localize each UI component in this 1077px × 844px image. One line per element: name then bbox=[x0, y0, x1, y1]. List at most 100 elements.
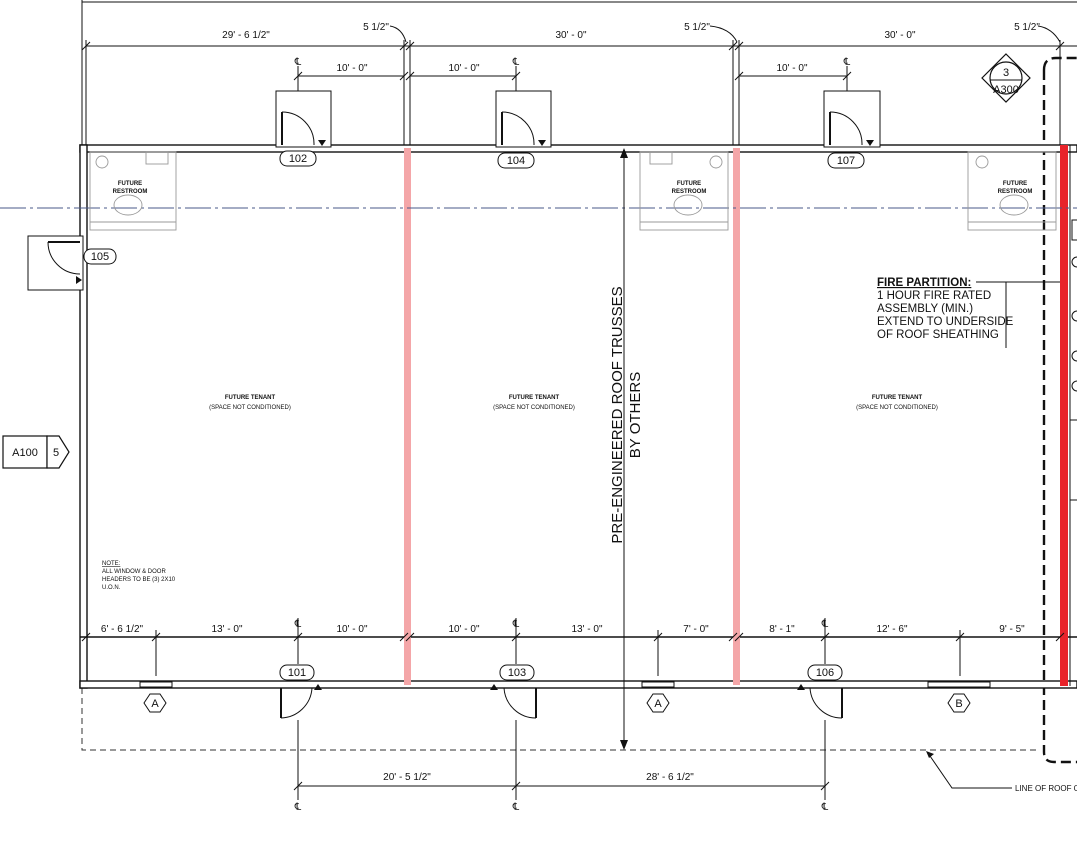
window-tag-a: A bbox=[646, 693, 670, 713]
restroom-label-line1: FUTURE bbox=[677, 181, 701, 187]
elevation-callout-a100: A100 5 bbox=[2, 435, 70, 469]
fire-partition-line: OF ROOF SHEATHING bbox=[877, 329, 999, 341]
restroom-label-line2: RESTROOM bbox=[113, 189, 148, 195]
svg-text:106: 106 bbox=[816, 667, 834, 679]
dim-bottom-6: 7' - 0" bbox=[683, 624, 709, 635]
fire-partition-line: 1 HOUR FIRE RATED bbox=[877, 290, 991, 302]
door-tag-102: 102 bbox=[279, 150, 317, 167]
tenant-label: FUTURE TENANT bbox=[872, 395, 923, 401]
svg-text:3: 3 bbox=[1003, 67, 1009, 79]
dim-top-gap-2: 5 1/2" bbox=[684, 22, 710, 33]
dim-top-bay-2: 30' - 0" bbox=[555, 30, 586, 41]
door-tag-101: 101 bbox=[279, 664, 315, 681]
dim-bottom-1: 6' - 6 1/2" bbox=[101, 624, 144, 635]
tenant-label: FUTURE TENANT bbox=[509, 395, 560, 401]
svg-text:103: 103 bbox=[508, 667, 526, 679]
dim-bottom-2: 13' - 0" bbox=[211, 624, 242, 635]
demising-wall-2 bbox=[733, 148, 740, 685]
note-line: ALL WINDOW & DOOR bbox=[102, 569, 166, 575]
dim-door-offset-3: 10' - 0" bbox=[776, 63, 807, 74]
restroom-label-line2: RESTROOM bbox=[998, 189, 1033, 195]
demising-wall-1 bbox=[404, 148, 411, 685]
centerline-symbol: ℄ bbox=[821, 619, 829, 630]
tenant-sub-label: (SPACE NOT CONDITIONED) bbox=[493, 405, 575, 411]
svg-text:104: 104 bbox=[507, 155, 525, 167]
dim-bottom-5: 13' - 0" bbox=[571, 624, 602, 635]
fire-partition-line: ASSEMBLY (MIN.) bbox=[877, 303, 973, 315]
dim-bottom-3: 10' - 0" bbox=[336, 624, 367, 635]
tenant-sub-label: (SPACE NOT CONDITIONED) bbox=[209, 405, 291, 411]
truss-note-line1: PRE-ENGINEERED ROOF TRUSSES bbox=[609, 286, 626, 543]
centerline-symbol: ℄ bbox=[512, 57, 520, 68]
restroom-label-line1: FUTURE bbox=[118, 181, 142, 187]
fire-partition-title: FIRE PARTITION: bbox=[877, 277, 971, 289]
door-swing-106 bbox=[797, 684, 843, 719]
dim-bottom-7: 8' - 1" bbox=[769, 624, 795, 635]
window-opening bbox=[641, 681, 675, 688]
dim-top-gap-3: 5 1/2" bbox=[1014, 22, 1040, 33]
door-tag-103: 103 bbox=[499, 664, 535, 681]
dim-top-bay-1: 29' - 6 1/2" bbox=[222, 30, 270, 41]
west-wall bbox=[79, 144, 88, 689]
svg-text:105: 105 bbox=[91, 251, 109, 263]
roof-overhang-line bbox=[81, 148, 1040, 751]
roof-line-arrow bbox=[926, 751, 934, 758]
dim-door-spacing-1: 20' - 5 1/2" bbox=[383, 772, 431, 783]
dim-door-offset-1: 10' - 0" bbox=[336, 63, 367, 74]
roof-line-label: LINE OF ROOF O bbox=[1015, 784, 1077, 793]
dim-bottom-8: 12' - 6" bbox=[876, 624, 907, 635]
dim-top-gap-1: 5 1/2" bbox=[363, 22, 389, 33]
svg-text:107: 107 bbox=[837, 155, 855, 167]
note-line: HEADERS TO BE (3) 2X10 bbox=[102, 577, 176, 583]
south-wall bbox=[79, 680, 1077, 689]
centerline-symbol: ℄ bbox=[294, 619, 302, 630]
door-tag-107: 107 bbox=[827, 152, 865, 169]
svg-text:A300: A300 bbox=[993, 84, 1019, 96]
bottom-dimension-ticks bbox=[81, 618, 1065, 676]
svg-text:101: 101 bbox=[288, 667, 306, 679]
door-swing-107 bbox=[823, 90, 881, 148]
note-line: U.O.N. bbox=[102, 585, 121, 591]
note-title: NOTE: bbox=[102, 561, 121, 567]
door-swing-101 bbox=[280, 684, 322, 719]
roof-outline-dashed bbox=[1042, 56, 1077, 764]
door-tag-106: 106 bbox=[807, 664, 843, 681]
restroom-label-line1: FUTURE bbox=[1003, 181, 1027, 187]
centerline-symbol: ℄ bbox=[512, 802, 520, 813]
tenant-sub-label: (SPACE NOT CONDITIONED) bbox=[856, 405, 938, 411]
dim-bottom-4: 10' - 0" bbox=[448, 624, 479, 635]
restroom-label-line2: RESTROOM bbox=[672, 189, 707, 195]
door-swing-104 bbox=[495, 90, 552, 148]
window-opening bbox=[139, 681, 173, 688]
svg-text:102: 102 bbox=[289, 153, 307, 165]
restroom-block-3 bbox=[967, 151, 1057, 231]
door-swing-102 bbox=[275, 90, 332, 148]
restroom-block-2 bbox=[639, 151, 729, 231]
north-wall bbox=[79, 144, 1077, 153]
window-tag-b: B bbox=[947, 693, 971, 713]
svg-text:B: B bbox=[955, 698, 962, 710]
adjacent-unit-fixtures bbox=[1070, 219, 1077, 501]
centerline-symbol: ℄ bbox=[294, 57, 302, 68]
truss-note-line2: BY OTHERS bbox=[627, 372, 644, 458]
fire-partition-line: EXTEND TO UNDERSIDE bbox=[877, 316, 1014, 328]
door-swing-105 bbox=[27, 235, 84, 291]
centerline-symbol: ℄ bbox=[843, 57, 851, 68]
section-callout-a300: 3 A300 bbox=[981, 53, 1031, 103]
door-tag-104: 104 bbox=[497, 152, 535, 169]
svg-text:A100: A100 bbox=[12, 447, 38, 459]
centerline-symbol: ℄ bbox=[821, 802, 829, 813]
top-door-offset-dims bbox=[293, 66, 852, 92]
door-swing-103 bbox=[490, 684, 537, 719]
svg-text:A: A bbox=[151, 698, 159, 710]
window-tag-a: A bbox=[143, 693, 167, 713]
dim-bottom-9: 9' - 5" bbox=[999, 624, 1025, 635]
dim-door-offset-2: 10' - 0" bbox=[448, 63, 479, 74]
centerline-symbol: ℄ bbox=[512, 619, 520, 630]
door-tag-105: 105 bbox=[83, 248, 117, 265]
top-dimension-string bbox=[81, 25, 1077, 148]
centerline-symbol: ℄ bbox=[294, 802, 302, 813]
svg-text:A: A bbox=[654, 698, 662, 710]
tenant-label: FUTURE TENANT bbox=[225, 395, 276, 401]
